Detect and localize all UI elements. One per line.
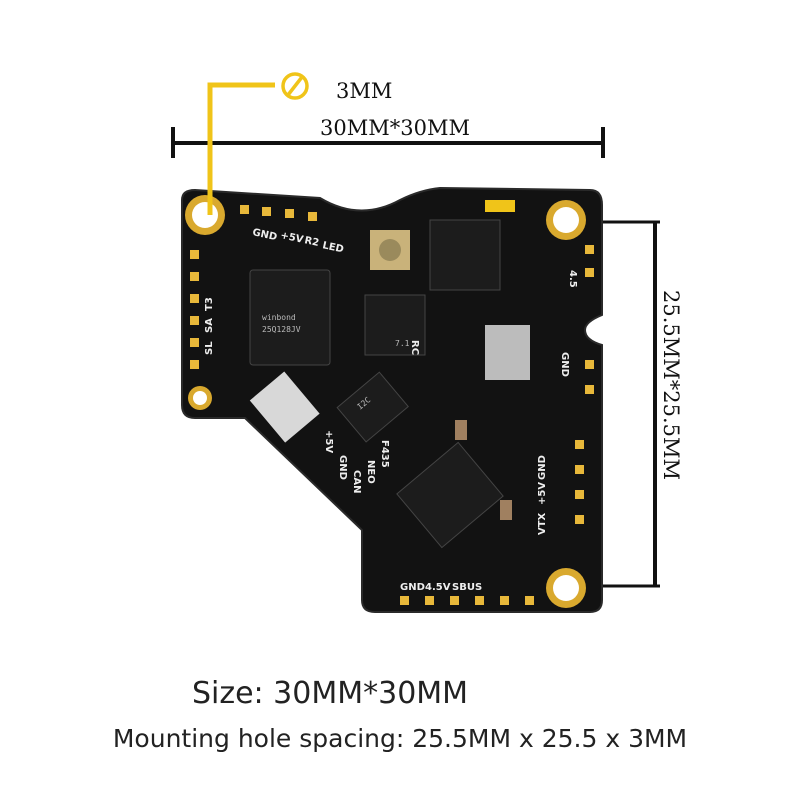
silk-label: +5V bbox=[537, 482, 548, 505]
chip-label: 25Q128JV bbox=[262, 325, 301, 334]
silk-label: GND bbox=[400, 582, 425, 593]
chip-label: winbond bbox=[262, 313, 296, 322]
size-caption: Size: 30MM*30MM bbox=[191, 676, 469, 711]
connector bbox=[249, 371, 320, 443]
silk-label: F435 bbox=[379, 440, 390, 468]
silk-label: 4.5V bbox=[425, 582, 451, 593]
silk-label: R2 bbox=[303, 235, 320, 249]
silk-label: +5V bbox=[279, 230, 304, 246]
mounting-holes bbox=[185, 195, 586, 608]
hole-callout-line bbox=[207, 82, 275, 215]
silk-label: T3 bbox=[204, 297, 215, 311]
components bbox=[249, 219, 530, 549]
mcu-chip bbox=[364, 294, 426, 356]
crystal bbox=[485, 325, 530, 380]
gyro-chip bbox=[336, 371, 409, 443]
solder-pads bbox=[190, 200, 594, 605]
silk-label: GND bbox=[537, 455, 548, 480]
silk-label: RC bbox=[409, 340, 420, 355]
can-chip bbox=[396, 441, 504, 549]
hole-spacing-label: 25.5MM*25.5MM bbox=[659, 290, 683, 480]
chip-label: 7.1 bbox=[395, 339, 410, 348]
diameter-icon bbox=[281, 72, 309, 100]
silk-label: VTX bbox=[537, 512, 548, 535]
silk-label: SL bbox=[204, 341, 215, 355]
hole-diameter-label: 3MM bbox=[336, 79, 392, 103]
silk-label: LED bbox=[321, 240, 344, 255]
silk-label: NEO bbox=[365, 460, 376, 484]
spacing-caption: Mounting hole spacing: 25.5MM x 25.5 x 3… bbox=[112, 724, 688, 753]
silk-label: SBUS bbox=[452, 582, 482, 593]
silk-label: GND bbox=[251, 227, 278, 243]
silk-label: GND bbox=[559, 352, 570, 377]
silk-label: 4.5 bbox=[567, 270, 578, 288]
receiver-chip bbox=[429, 219, 501, 291]
silk-label: +5V bbox=[323, 430, 334, 453]
silk-label: GND bbox=[337, 455, 348, 480]
board-size-label: 30MM*30MM bbox=[320, 116, 470, 140]
silk-label: SA bbox=[204, 318, 215, 333]
flash-chip bbox=[249, 269, 331, 366]
silk-label: CAN bbox=[351, 470, 362, 493]
